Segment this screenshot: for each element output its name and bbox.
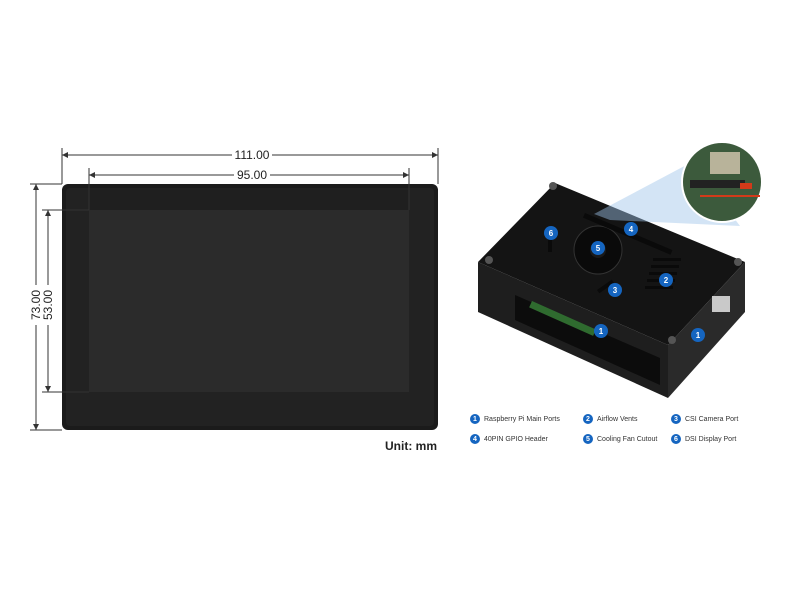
inset-header-cable [740, 183, 752, 189]
screw [734, 258, 742, 266]
arrow [33, 184, 39, 190]
inset-header [690, 180, 745, 188]
callout-1-left: 1 [594, 324, 608, 338]
display-front-view [62, 184, 438, 430]
legend-label: Raspberry Pi Main Ports [484, 415, 560, 423]
vent [651, 265, 679, 268]
vent [649, 272, 677, 275]
board-green [529, 300, 596, 336]
legend-label: Cooling Fan Cutout [597, 435, 658, 443]
dim-label-bg [234, 168, 270, 182]
arrow [45, 210, 51, 216]
legend-item-3: 3 CSI Camera Port [671, 414, 738, 424]
legend-badge: 6 [671, 434, 681, 444]
callout-2: 2 [659, 273, 673, 287]
legend-item-4: 4 40PIN GPIO Header [470, 434, 548, 444]
dim-outer-width-label: 111.00 [235, 148, 270, 162]
dim-label-bg [29, 285, 43, 325]
arrow [33, 424, 39, 430]
legend-badge: 1 [470, 414, 480, 424]
inset-chip [710, 152, 740, 174]
display-active-area [89, 210, 409, 392]
svg-text:3: 3 [613, 286, 618, 295]
dimension-arrows [33, 152, 438, 430]
arrow [89, 172, 95, 178]
vent [653, 258, 681, 261]
case-3d-view [478, 141, 763, 398]
vent [645, 286, 673, 289]
dsi-slot [548, 228, 552, 252]
legend-label: DSI Display Port [685, 435, 737, 443]
usb-port [712, 296, 730, 312]
legend-badge: 3 [671, 414, 681, 424]
svg-text:6: 6 [549, 229, 554, 238]
legend-label: 40PIN GPIO Header [484, 435, 548, 443]
legend-item-1: 1 Raspberry Pi Main Ports [470, 414, 560, 424]
callout-3: 3 [608, 283, 622, 297]
legend-item-2: 2 Airflow Vents [583, 414, 637, 424]
legend-item-5: 5 Cooling Fan Cutout [583, 434, 657, 444]
svg-text:4: 4 [629, 225, 634, 234]
legend: 1 Raspberry Pi Main Ports 2 Airflow Vent… [470, 414, 770, 454]
screw [668, 336, 676, 344]
legend-badge: 2 [583, 414, 593, 424]
screw [549, 182, 557, 190]
legend-label: Airflow Vents [597, 415, 638, 423]
case-ports-opening [515, 295, 660, 385]
arrow [45, 386, 51, 392]
legend-item-6: 6 DSI Display Port [671, 434, 736, 444]
svg-text:2: 2 [664, 276, 669, 285]
legend-badge: 5 [583, 434, 593, 444]
screw [485, 256, 493, 264]
dim-inner-width-label: 95.00 [237, 168, 267, 182]
display-top-strip [89, 190, 409, 210]
svg-text:1: 1 [696, 331, 701, 340]
legend-label: CSI Camera Port [685, 415, 739, 423]
svg-text:5: 5 [596, 244, 601, 253]
unit-label: Unit: mm [385, 439, 437, 453]
dim-label-bg [232, 148, 272, 162]
callout-4: 4 [624, 222, 638, 236]
dim-inner-height-label: 53.00 [41, 290, 55, 320]
dim-label-bg [41, 285, 55, 325]
arrow [403, 172, 409, 178]
callout-6: 6 [544, 226, 558, 240]
case-callouts: 6 4 5 2 3 1 1 [544, 222, 705, 342]
arrow [62, 152, 68, 158]
callout-1-right: 1 [691, 328, 705, 342]
svg-text:1: 1 [599, 327, 604, 336]
legend-badge: 4 [470, 434, 480, 444]
arrow [432, 152, 438, 158]
screws [485, 182, 742, 344]
dim-outer-height-label: 73.00 [29, 290, 43, 320]
callout-5: 5 [591, 241, 605, 255]
csi-slot [597, 279, 615, 294]
